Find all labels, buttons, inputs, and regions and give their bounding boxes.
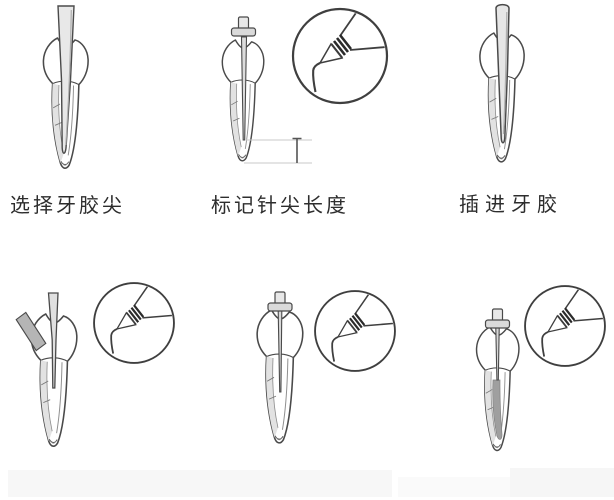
heated-plugger-inset-icon: [94, 283, 176, 363]
condensed-gutta-percha-fill: [492, 379, 503, 440]
cropped-caption-ghost: [8, 470, 392, 497]
step5-illustration: [256, 280, 425, 444]
heated-plugger-inset-icon: [525, 286, 607, 366]
plugger-with-rubber-stop-icon: [484, 308, 511, 381]
plugger-with-rubber-stop-icon: [267, 291, 293, 393]
step2-label: 标记针尖长度: [211, 195, 349, 217]
gutta-percha-point-icon: [47, 292, 59, 389]
file-with-rubber-stop-icon: [230, 16, 257, 141]
step1-illustration: [42, 5, 89, 169]
step3-label: 插进牙胶: [459, 194, 563, 216]
step6-illustration: [475, 280, 614, 452]
heated-instrument-rod-icon: [15, 311, 47, 352]
step2-illustration: [221, 0, 395, 164]
length-mark: [244, 137, 312, 164]
step4-illustration: [15, 280, 210, 447]
step3-illustration: [479, 3, 525, 163]
gutta-percha-point-icon: [57, 5, 75, 154]
step1-label: 选择牙胶尖: [10, 195, 125, 217]
cropped-caption-ghost: [510, 468, 614, 497]
cropped-caption-ghost: [398, 477, 510, 497]
heated-plugger-inset-icon: [315, 291, 397, 371]
heated-plugger-inset-icon: [293, 9, 389, 103]
gutta-percha-carrier-icon: [495, 3, 510, 144]
